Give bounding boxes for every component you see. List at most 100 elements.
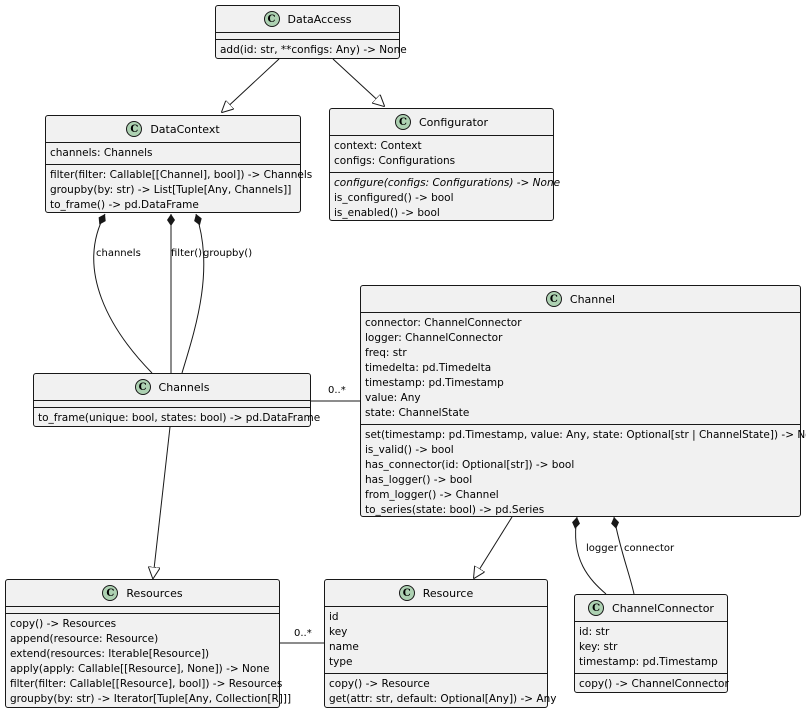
- label-groupby: groupby(): [203, 248, 253, 259]
- field: timestamp: pd.Timestamp: [579, 656, 718, 668]
- class-header: C ChannelConnector: [575, 595, 727, 622]
- methods-section: copy() -> ChannelConnector: [575, 674, 729, 695]
- label-channels-channel-multiplicity: 0..*: [328, 385, 346, 396]
- label-filter: filter(): [171, 248, 203, 259]
- method: extend(resources: Iterable[Resource]): [10, 648, 210, 660]
- field: channels: Channels: [50, 147, 153, 159]
- method: copy() -> ChannelConnector: [579, 678, 729, 690]
- field: timedelta: pd.Timedelta: [365, 362, 492, 374]
- fields-section: [6, 607, 279, 614]
- fields-section: id: str key: str timestamp: pd.Timestamp: [575, 622, 727, 674]
- field: key: str: [579, 641, 618, 653]
- method: is_enabled() -> bool: [334, 207, 440, 219]
- method: to_frame() -> pd.DataFrame: [50, 199, 199, 211]
- method: add(id: str, **configs: Any) -> None: [220, 44, 407, 56]
- class-c-icon: C: [263, 11, 280, 27]
- method: get(attr: str, default: Optional[Any]) -…: [329, 693, 557, 705]
- label-logger: logger: [586, 543, 618, 554]
- class-c-icon: C: [134, 379, 151, 395]
- field: value: Any: [365, 392, 421, 404]
- method-abstract: configure(configs: Configurations) -> No…: [334, 177, 561, 189]
- class-name: DataContext: [150, 122, 220, 136]
- fields-section: [34, 401, 310, 408]
- class-configurator[interactable]: C Configurator context: Context configs: …: [329, 108, 561, 224]
- edge-dataaccess-datacontext: [222, 58, 280, 112]
- class-name: DataAccess: [287, 12, 352, 26]
- class-channels[interactable]: C Channels to_frame(unique: bool, states:…: [33, 373, 321, 429]
- fields-section: id key name type: [325, 607, 547, 674]
- label-channels: channels: [96, 248, 141, 259]
- edge-channel-resource: [474, 516, 513, 578]
- edge-channels-resources: [153, 426, 171, 578]
- fields-section: [216, 33, 399, 40]
- class-channelconnector[interactable]: C ChannelConnector id: str key: str times…: [574, 594, 729, 695]
- edge-channel-connector-logger: [572, 516, 607, 595]
- class-header: C Channels: [34, 374, 310, 401]
- class-name: ChannelConnector: [612, 601, 714, 615]
- methods-section: set(timestamp: pd.Timestamp, value: Any,…: [361, 425, 806, 521]
- methods-section: configure(configs: Configurations) -> No…: [330, 173, 561, 224]
- field: connector: ChannelConnector: [365, 317, 522, 329]
- field: timestamp: pd.Timestamp: [365, 377, 504, 389]
- method: has_logger() -> bool: [365, 474, 473, 486]
- class-header: C DataContext: [46, 116, 300, 143]
- label-connector: connector: [624, 543, 675, 554]
- class-name: Configurator: [418, 115, 489, 129]
- method: set(timestamp: pd.Timestamp, value: Any,…: [365, 429, 806, 441]
- method: to_frame(unique: bool, states: bool) -> …: [38, 412, 321, 424]
- fields-section: channels: Channels: [46, 143, 300, 165]
- methods-section: copy() -> Resource get(attr: str, defaul…: [325, 674, 557, 710]
- fields-section: context: Context configs: Configurations: [330, 136, 553, 173]
- field: state: ChannelState: [365, 407, 470, 419]
- field: context: Context: [334, 140, 422, 152]
- methods-section: to_frame(unique: bool, states: bool) -> …: [34, 408, 321, 429]
- field: id: [329, 611, 339, 623]
- method: apply(apply: Callable[[Resource], None])…: [10, 663, 270, 675]
- method: filter(filter: Callable[[Resource], bool…: [10, 678, 283, 690]
- class-header: C Resource: [325, 580, 547, 607]
- field: type: [329, 656, 353, 668]
- method: append(resource: Resource): [10, 633, 159, 645]
- field: configs: Configurations: [334, 155, 456, 167]
- class-name: Channel: [569, 292, 616, 306]
- class-header: C Channel: [361, 286, 800, 313]
- method: filter(filter: Callable[[Channel], bool]…: [50, 169, 313, 181]
- method: from_logger() -> Channel: [365, 489, 499, 501]
- class-name: Resources: [126, 586, 183, 600]
- class-c-icon: C: [545, 291, 562, 307]
- label-resources-resource-multiplicity: 0..*: [294, 628, 312, 639]
- class-channel[interactable]: C Channel connector: ChannelConnector log…: [360, 285, 806, 517]
- method: to_series(state: bool) -> pd.Series: [365, 504, 545, 516]
- class-c-icon: C: [588, 600, 605, 616]
- class-name: Resource: [422, 586, 474, 600]
- field: key: [329, 626, 348, 638]
- methods-section: add(id: str, **configs: Any) -> None: [216, 40, 407, 61]
- field: logger: ChannelConnector: [365, 332, 503, 344]
- class-dataaccess[interactable]: C DataAccess add(id: str, **configs: Any)…: [215, 5, 407, 61]
- edge-dataaccess-configurator: [332, 58, 384, 106]
- methods-section: copy() -> Resources append(resource: Res…: [6, 614, 291, 710]
- class-c-icon: C: [126, 121, 143, 137]
- class-resource[interactable]: C Resource id key name type copy() -> Res…: [324, 579, 557, 710]
- methods-section: filter(filter: Callable[[Channel], bool]…: [46, 165, 313, 216]
- fields-section: connector: ChannelConnector logger: Chan…: [361, 313, 800, 425]
- method: has_connector(id: Optional[str]) -> bool: [365, 459, 575, 471]
- class-c-icon: C: [394, 114, 411, 130]
- method: copy() -> Resources: [10, 618, 117, 630]
- method: is_valid() -> bool: [365, 444, 454, 456]
- class-header: C Resources: [6, 580, 279, 607]
- class-c-icon: C: [398, 585, 415, 601]
- edge-channel-connector-connector: [611, 516, 635, 595]
- class-datacontext[interactable]: C DataContext channels: Channels filter(f…: [45, 115, 313, 216]
- field: freq: str: [365, 347, 407, 359]
- edge-datacontext-channels-channels: [93, 213, 153, 374]
- class-resources[interactable]: C Resources copy() -> Resources append(re…: [5, 579, 291, 710]
- class-header: C Configurator: [330, 109, 553, 136]
- class-header: C DataAccess: [216, 6, 399, 33]
- class-c-icon: C: [102, 585, 119, 601]
- field: id: str: [579, 626, 610, 638]
- class-name: Channels: [158, 380, 210, 394]
- edge-datacontext-channels-groupby: [181, 213, 205, 374]
- method: copy() -> Resource: [329, 678, 430, 690]
